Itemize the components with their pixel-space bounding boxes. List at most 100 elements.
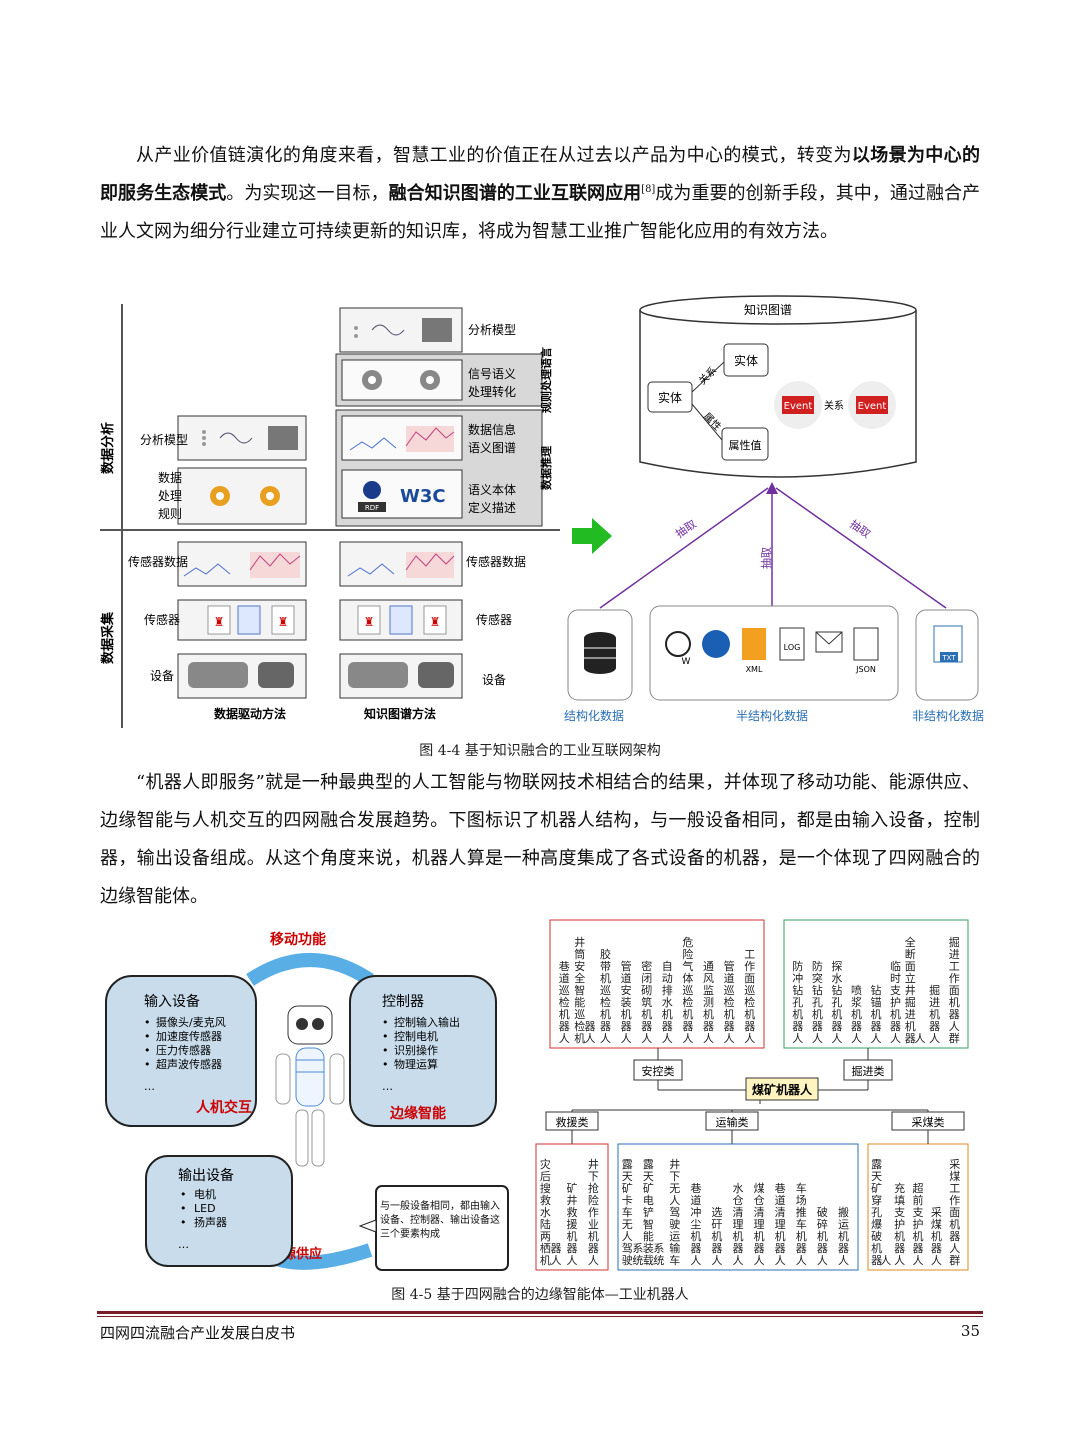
output-item-3: … (178, 1238, 189, 1251)
signal-label-1: 信号语义 (468, 367, 516, 381)
ctrl-item-4: … (382, 1080, 393, 1093)
page-number: 35 (960, 1322, 980, 1340)
svg-text:W: W (682, 657, 691, 667)
robot-paragraph: “机器人即服务”就是一种最典型的人工智能与物联网技术相结合的结果，并体现了移动功… (100, 772, 980, 907)
col2-footer: 知识图谱方法 (363, 706, 436, 721)
sensor-data-chart-icon (183, 552, 301, 578)
tree-leaf-yunshu-2: 井下无人驾驶运输车 (669, 1157, 680, 1267)
svg-text:♜: ♜ (278, 615, 289, 629)
event-node-2: Event (848, 381, 896, 429)
note-text: 与一般设备相同，都由输入设备、控制器、输出设备这三个要素构成 (380, 1201, 500, 1240)
svg-text:LOG: LOG (784, 643, 801, 652)
input-item-0: 摄像头/麦克风 (156, 1015, 226, 1029)
svg-text:RDF: RDF (365, 504, 379, 512)
right-label-sensor: 传感器 (476, 612, 512, 627)
figure-4-4-caption: 图 4-4 基于知识融合的工业互联网架构 (419, 743, 661, 759)
entity-node-2: 实体 (734, 353, 758, 368)
semantic-chart-icon (349, 426, 455, 452)
figure-4-4-left: 数据分析 数据采集 分析模型 数据 处理 规则 传感器数据 传感器 设备 数据驱… (100, 304, 560, 728)
node-jiuyuan: 救援类 (556, 1115, 589, 1129)
tree-leaf-caimei-0: 人 (880, 1254, 891, 1267)
tree-leaf-yunshu-4: 选矸机器人 (711, 1206, 722, 1267)
footer-title: 四网四流融合产业发展白皮书 (100, 1324, 296, 1342)
svg-text:•: • (180, 1202, 187, 1215)
edge-intelligence-label: 边缘智能 (389, 1105, 446, 1122)
controller-title: 控制器 (382, 994, 424, 1010)
tree-leaf-juejin-3: 喷浆机器人 (851, 984, 862, 1045)
node-juejin: 掘进类 (852, 1064, 885, 1078)
input-item-3: 超声波传感器 (156, 1057, 222, 1071)
green-arrow-icon (572, 518, 612, 554)
tree-leaf-anquan-0: 巷道巡检机器人 (559, 960, 570, 1045)
tree-leaf-caimei-3: 采煤机器人 (931, 1206, 942, 1267)
tree-leaf-yunshu-0: 系统 (632, 1242, 643, 1267)
figure-4-5-caption: 图 4-5 基于四网融合的边缘智能体—工业机器人 (391, 1287, 689, 1303)
event-node-1: Event (774, 381, 822, 429)
output-device-title: 输出设备 (178, 1167, 234, 1184)
tree-leaf-juejin-6: 人 (915, 1032, 926, 1045)
tree-leaf-anquan-1: 器人 (585, 1020, 596, 1045)
col1-label-sensordata: 传感器数据 (128, 554, 188, 569)
w3c-logo: W3C (400, 486, 446, 507)
semi-structured-label: 半结构化数据 (736, 708, 808, 723)
robot-icon (275, 1005, 345, 1167)
bold-phrase-kg: 融合知识图谱的工业互联网应用 (388, 183, 642, 204)
ctrl-item-3: 物理运算 (394, 1057, 438, 1071)
figure-4-5-tree: 安控类 掘进类 煤矿机器人 救援类 运输类 采煤类 巷道巡检机器人井筒安全智能巡… (535, 919, 969, 1271)
svg-text:•: • (144, 1030, 151, 1043)
output-item-1: LED (194, 1202, 216, 1215)
tree-leaf-anquan-8: 管道巡检机器人 (724, 959, 735, 1045)
device-machine-icon (188, 662, 294, 688)
input-item-1: 加速度传感器 (156, 1029, 222, 1043)
tree-leaf-yunshu-0: 露天矿卡车无人驾驶 (622, 1158, 633, 1267)
tree-leaf-anquan-7: 通风监测机器人 (703, 960, 714, 1045)
gear-icon-2 (362, 370, 440, 390)
sensor-icon-2: ♜ ♜ (357, 605, 447, 635)
side-label-collection: 数据采集 (100, 611, 116, 664)
entity-node: 实体 (658, 390, 682, 405)
node-caimei: 采煤类 (912, 1115, 945, 1129)
ctrl-item-0: 控制输入输出 (394, 1015, 460, 1029)
svg-text:Event: Event (858, 401, 887, 412)
structured-label: 结构化数据 (564, 708, 624, 723)
tree-leaf-yunshu-1: 露天矿电铲智能装载 (643, 1158, 654, 1267)
tree-leaf-jiuyuan-0: 器人 (551, 1242, 562, 1267)
side-label-reason: 数据推理 (539, 446, 553, 490)
svg-text:JSON: JSON (855, 665, 876, 674)
signal-label-2: 处理转化 (468, 384, 516, 399)
tree-leaf-juejin-4: 钻锚机器人 (871, 983, 882, 1045)
tree-leaf-yunshu-8: 车场推车机器人 (796, 1181, 807, 1267)
input-device-title: 输入设备 (144, 993, 200, 1010)
tree-leaf-jiuyuan-2: 井下抢险作业机器人 (588, 1157, 599, 1267)
bold-phrase-scenario: 以场景为中心的即服务生态模式 (100, 145, 981, 204)
tree-leaf-anquan-9: 工作面巡检机器人 (744, 948, 755, 1045)
svg-text:•: • (180, 1216, 187, 1229)
analysis-model-icon (202, 426, 298, 450)
data-label-1: 数据信息 (468, 422, 516, 437)
figure-4-4-right: 知识图谱 实体 实体 属性值 关系 属性 Event 关系 Event 抽取 抽… (564, 295, 984, 723)
tree-leaf-anquan-5: 自动排水机器人 (662, 960, 673, 1045)
svg-text:•: • (144, 1058, 151, 1071)
footer-rule (97, 1311, 983, 1314)
svg-text:•: • (382, 1030, 389, 1043)
col1-label-process: 处理 (158, 489, 182, 503)
tree-leaf-caimei-0: 露天矿穿孔爆破机器 (871, 1158, 882, 1267)
sensor-icon: ♜ ♜ (207, 605, 295, 635)
extract-label-1: 抽取 (673, 517, 699, 541)
tree-leaf-yunshu-5: 水仓清理机器人 (733, 1182, 744, 1267)
node-anquan: 安控类 (642, 1064, 675, 1078)
ctrl-item-2: 识别操作 (394, 1043, 438, 1057)
analysis-model-icon-2 (354, 318, 452, 342)
tree-leaf-anquan-2: 胶带机巡检机器人 (600, 947, 611, 1045)
citation-ref[interactable]: [8] (641, 184, 656, 195)
rdf-icon: RDF (358, 481, 386, 512)
tree-leaf-yunshu-7: 巷道清理机器人 (775, 1182, 786, 1267)
tree-leaf-jiuyuan-1: 矿井救援机器人 (567, 1182, 578, 1267)
col2-label-model: 分析模型 (468, 323, 516, 337)
svg-text:♜: ♜ (364, 615, 375, 629)
col1-label-sensor: 传感器 (144, 612, 180, 627)
output-item-2: 扬声器 (194, 1215, 227, 1229)
col1-label-device: 设备 (150, 669, 174, 683)
tree-leaf-caimei-2: 超前支护机器人 (913, 1181, 924, 1267)
database-icon (584, 632, 616, 674)
